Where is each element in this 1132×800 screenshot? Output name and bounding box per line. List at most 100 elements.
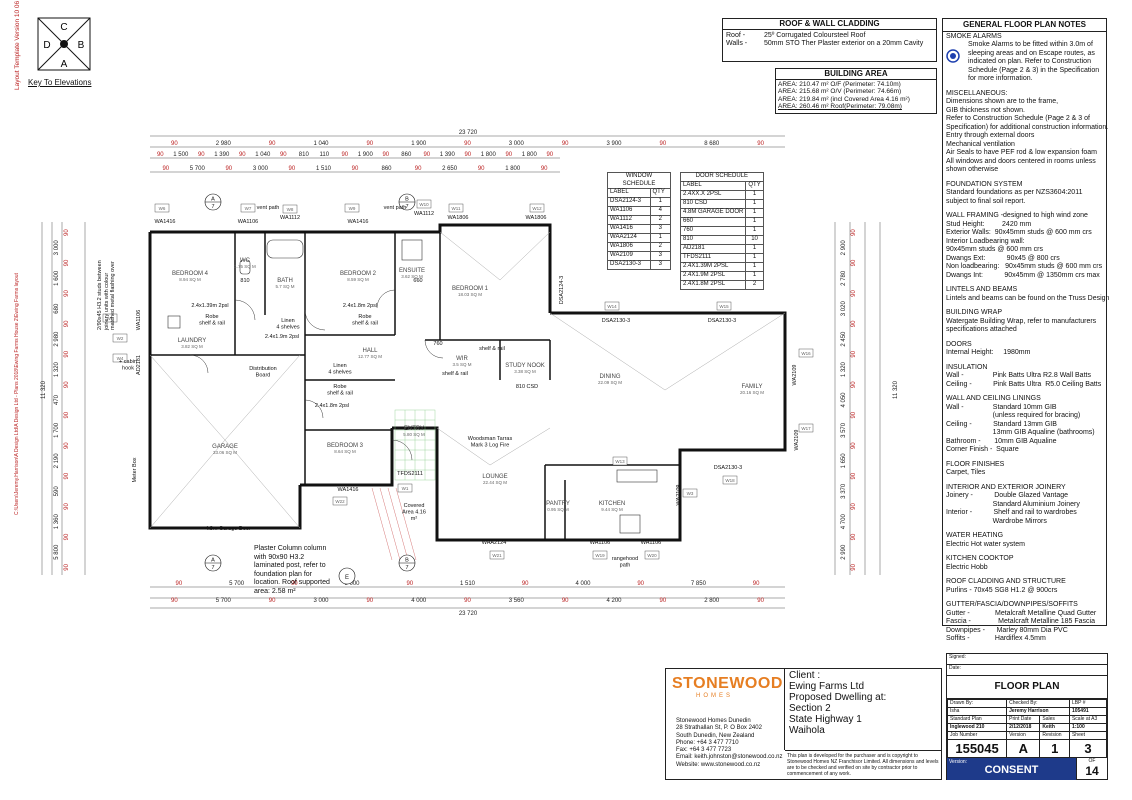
sheet-label: Sheet xyxy=(1068,731,1108,740)
plan-annotation: shelf & rail xyxy=(479,346,505,352)
window-id-box xyxy=(644,550,660,560)
notes-line: Standard foundations as per NZS3604:2011 xyxy=(946,189,1083,196)
dimension-label: 90 xyxy=(478,166,485,172)
window-id: W21 xyxy=(492,553,502,558)
window-id-box xyxy=(798,423,814,433)
room-area: 8.59 SQ M xyxy=(347,277,369,282)
door-swings xyxy=(189,289,444,461)
elevation-key: C D B A Key To Elevations xyxy=(28,16,108,94)
lbp: 105491 xyxy=(1068,707,1108,716)
client-line-4: State Highway 1 xyxy=(789,714,862,725)
notes-line: Ceiling - Standard 13mm GIB xyxy=(946,420,1057,428)
window-id: W14 xyxy=(607,304,617,309)
notes-line: Entry through external doors xyxy=(946,132,1035,139)
window-id-box xyxy=(102,313,118,323)
section-marker-number: 7 xyxy=(211,565,214,571)
room-name: WIR xyxy=(456,356,468,362)
dimension-label: 90 xyxy=(225,166,232,172)
walls-value: 50mm STO Ther Plaster exterior on a 20mm… xyxy=(764,40,924,47)
window-tag: WA1416 xyxy=(338,487,359,493)
window-id-box xyxy=(592,550,608,560)
dimension-label: 680 xyxy=(54,303,60,314)
window-id: W18 xyxy=(725,478,735,483)
section-marker-letter: A xyxy=(211,558,215,564)
window-id: W16 xyxy=(801,351,811,356)
window-tag: WA1106 xyxy=(238,219,258,225)
dimension-label: 90 xyxy=(64,350,70,357)
dimension-label: 3 900 xyxy=(606,141,622,147)
dimension-label: 90 xyxy=(406,581,413,587)
room-name: GARAGE xyxy=(212,444,238,450)
dimension-label: 2 190 xyxy=(54,453,60,469)
dimension-label: 4 000 xyxy=(411,598,427,604)
window-id-box xyxy=(722,475,738,485)
section-marker-letter: B xyxy=(405,197,409,203)
notes-line: Wardrobe Mirrors xyxy=(946,517,1047,525)
notes-line: subject to final soil report. xyxy=(946,197,1026,205)
dimension-label: 1 510 xyxy=(460,581,476,587)
checked-by-label: Checked By: xyxy=(1006,699,1070,708)
dimension-label: 90 xyxy=(851,533,857,540)
room-area: 9.44 SQ M xyxy=(601,507,623,512)
dimension-label: 2 450 xyxy=(841,331,847,347)
dimension-label: 2 800 xyxy=(704,598,720,604)
company-addr2: South Dunedin, New Zealand xyxy=(676,732,755,739)
room-area: 3.38 SQ M xyxy=(514,369,536,374)
walls-label: Walls - xyxy=(726,40,748,47)
building-area-box: BUILDING AREA AREA: 210.47 m² O/F (Perim… xyxy=(775,68,937,114)
dimension-label: 90 xyxy=(366,598,373,604)
notes-line: Electric Hot water system xyxy=(946,540,1025,548)
notes-section-heading: WATER HEATING xyxy=(946,532,1004,539)
revision-label: Revision xyxy=(1039,731,1070,740)
entry-tiles xyxy=(394,409,436,481)
dimension-label: 3 560 xyxy=(509,598,525,604)
dimension-label: 2 980 xyxy=(54,331,60,347)
internal-walls xyxy=(150,232,680,540)
room-name: ENSUITE xyxy=(399,268,425,274)
dimension-label: 90 xyxy=(64,320,70,327)
dimension-label: 90 xyxy=(171,598,178,604)
roof-wall-title: ROOF & WALL CLADDING xyxy=(723,19,936,30)
window-tag: WA2109 xyxy=(792,365,798,386)
drawn-by: Isha xyxy=(946,707,1008,716)
dimension-label: 1 510 xyxy=(316,166,332,172)
area-incl: AREA: 219.84 m² (incl Covered Area 4.16 … xyxy=(778,95,910,103)
dimension-label: 1 360 xyxy=(54,514,60,530)
plan-annotation: path xyxy=(620,563,631,569)
section-marker xyxy=(338,567,356,585)
window-id: W1 xyxy=(402,486,409,491)
plan-annotation: 810 xyxy=(240,278,249,284)
notes-line: Interior - Shelf and rail to wardrobes xyxy=(946,509,1077,516)
window-id-box xyxy=(154,203,170,213)
dimension-label: 3 000 xyxy=(54,240,60,256)
notes-line: Non loadbearing: 90x45mm studs @ 600 mm … xyxy=(946,263,1103,270)
dimension-label: 90 xyxy=(851,320,857,327)
window-tag: WA1106 xyxy=(641,540,661,546)
dimension-label: 1 800 xyxy=(481,152,497,158)
notes-section-heading: FLOOR FINISHES xyxy=(946,460,1005,468)
dimension-label: 90 xyxy=(851,229,857,236)
company-details: Stonewood Homes Dunedin 28 Strathallan S… xyxy=(676,718,782,769)
room-name: ENTRY xyxy=(404,426,424,432)
joinery-flashing-note: 2/90x45 H3.2 studs between joinery units… xyxy=(97,260,116,330)
section-marker-letter: E xyxy=(345,575,349,581)
version-label: Version xyxy=(1006,731,1041,740)
dimension-label: 90 xyxy=(637,581,644,587)
dimension-label: 90 xyxy=(269,141,276,147)
overall-dim-right: 11 320 xyxy=(893,380,899,399)
key-caption: Key To Elevations xyxy=(28,78,92,87)
window-id-box xyxy=(397,483,413,493)
dimension-label: 3 370 xyxy=(841,483,847,499)
signed-row: Signed: xyxy=(947,654,1107,665)
room-area: 33.06 SQ M xyxy=(213,450,237,455)
window-id: W2 xyxy=(117,336,124,341)
sales: Keith xyxy=(1039,723,1070,732)
window-id-box xyxy=(282,204,298,214)
dimension-label: 4 200 xyxy=(606,598,622,604)
plan-annotation: shelf & rail xyxy=(352,321,378,327)
room-name: FAMILY xyxy=(742,384,763,390)
company-fax: Fax: +64 3 477 7723 xyxy=(676,747,732,754)
dimension-label: 8 680 xyxy=(704,141,720,147)
